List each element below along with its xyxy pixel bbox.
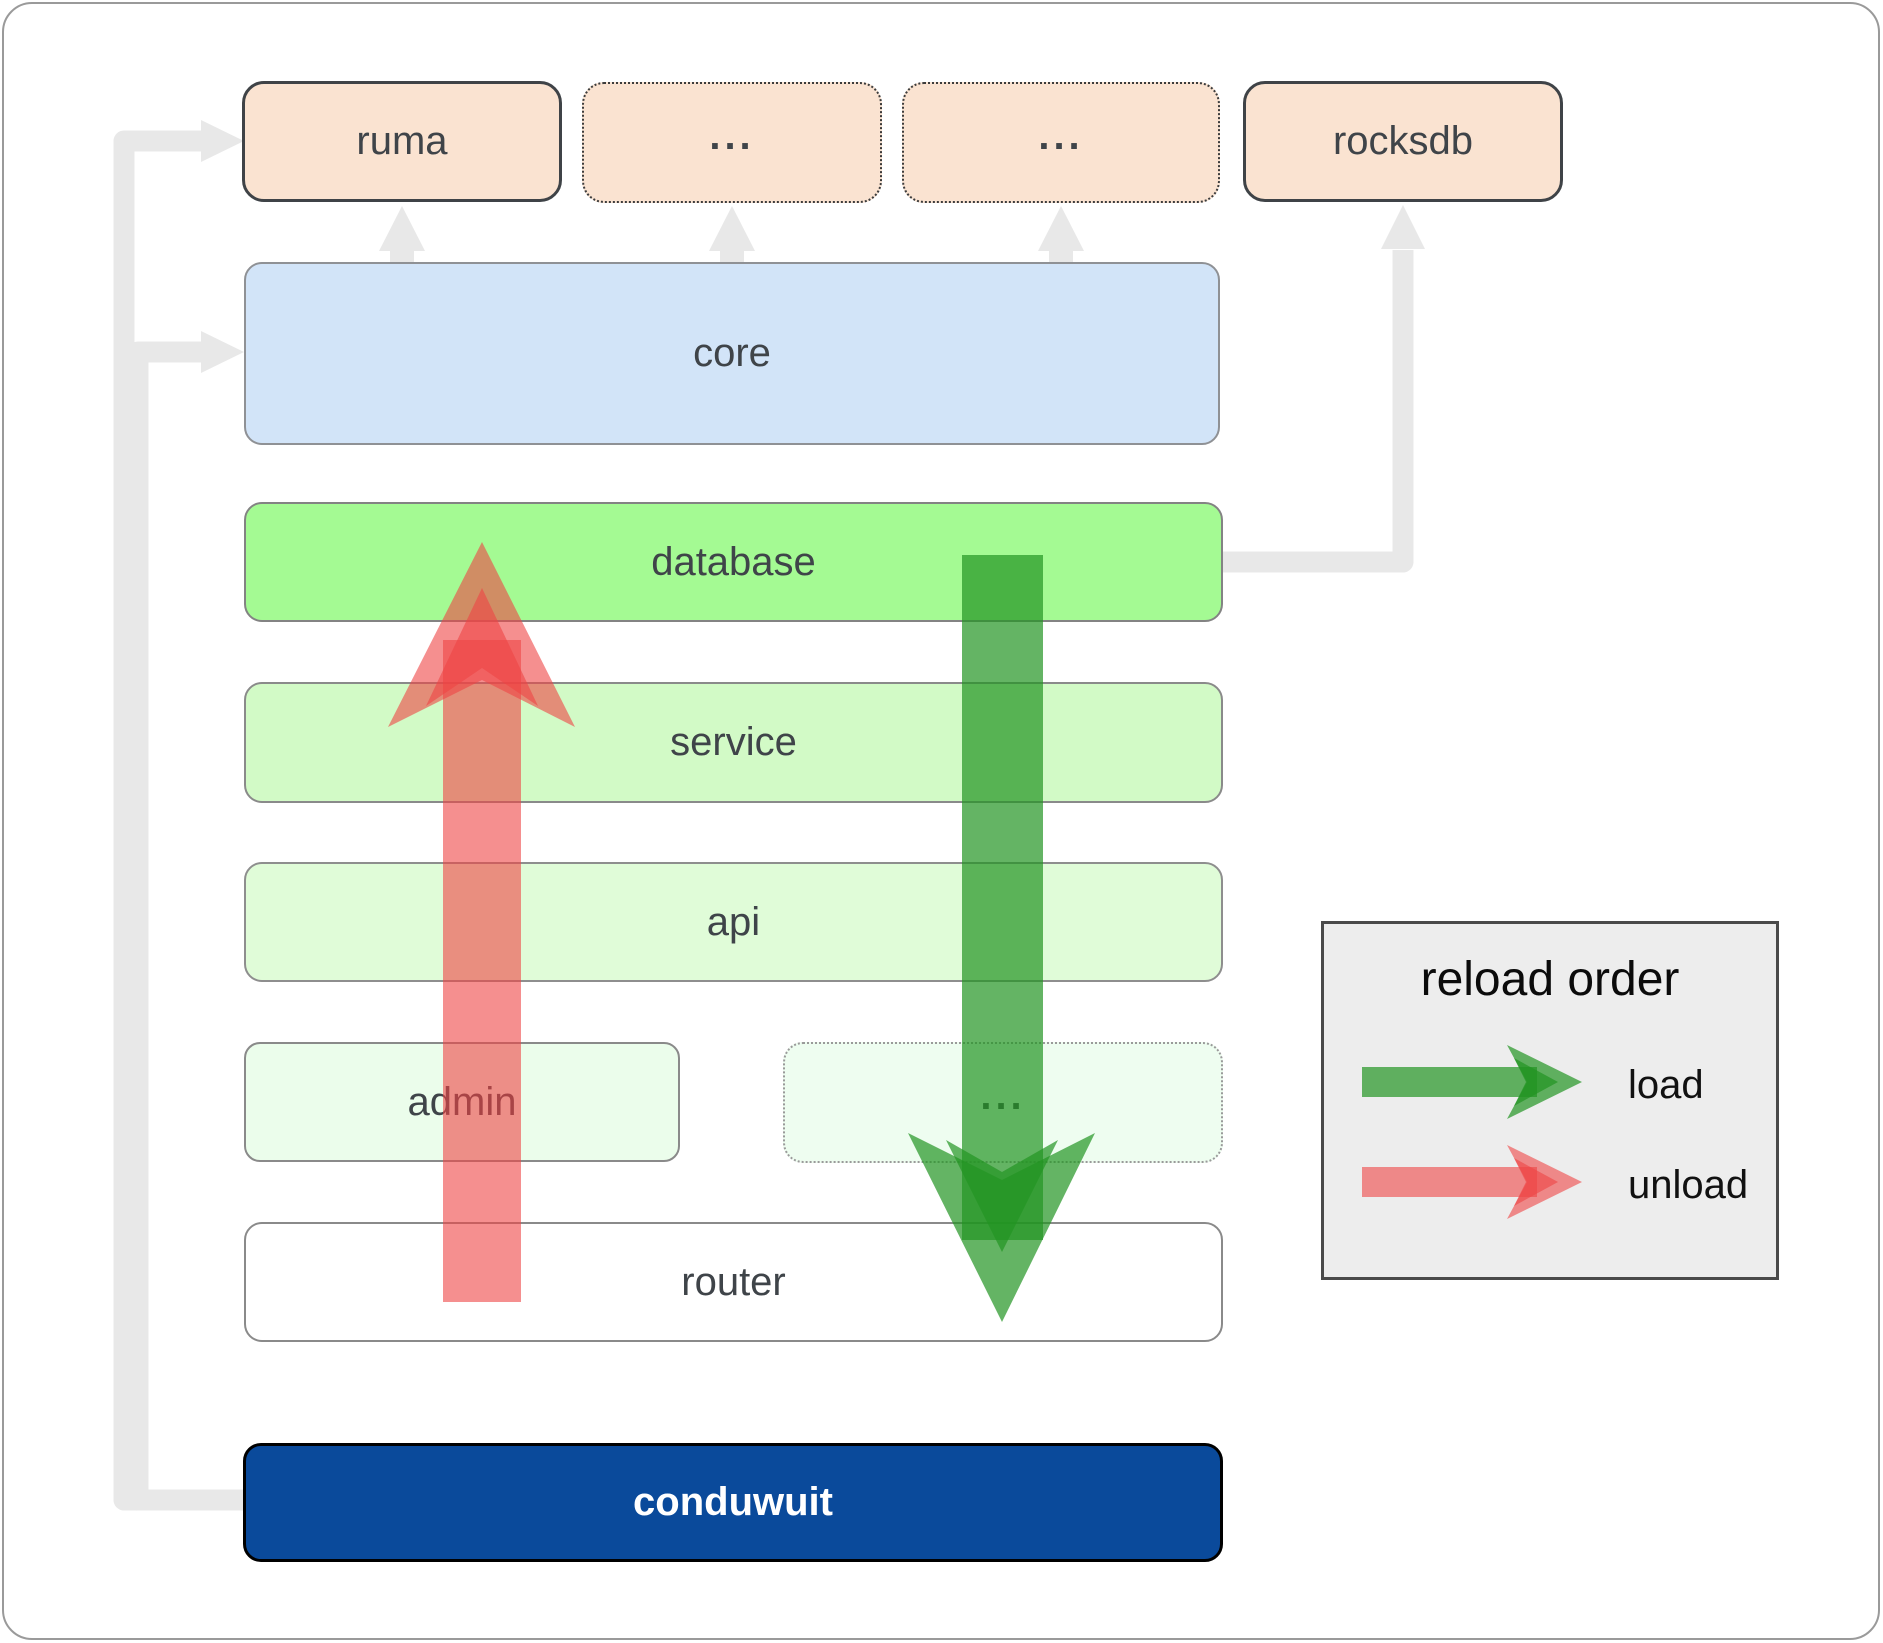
node-database-label: database (651, 539, 816, 584)
node-admin: admin (244, 1042, 680, 1162)
node-ellipsis-2-label: ... (1038, 114, 1084, 158)
node-ellipsis-1: ... (582, 82, 882, 203)
node-ellipsis-3-label: ... (980, 1074, 1026, 1118)
legend: reload order load unload (1321, 921, 1779, 1280)
node-ellipsis-3: ... (783, 1042, 1223, 1163)
node-ellipsis-1-label: ... (709, 114, 755, 158)
node-core: core (244, 262, 1220, 445)
node-conduwuit-label: conduwuit (633, 1480, 833, 1524)
legend-title: reload order (1420, 953, 1680, 1006)
legend-load-label: load (1628, 1063, 1704, 1107)
node-rocksdb-label: rocksdb (1332, 119, 1474, 163)
node-admin-label: admin (407, 1079, 517, 1124)
node-core-label: core (693, 331, 771, 375)
node-api-label: api (706, 899, 761, 944)
node-router-label: router (681, 1259, 786, 1304)
node-router: router (244, 1222, 1223, 1342)
node-database: database (244, 502, 1223, 622)
node-conduwuit: conduwuit (243, 1443, 1223, 1562)
node-ruma: ruma (242, 81, 562, 202)
node-rocksdb: rocksdb (1243, 81, 1563, 202)
node-ellipsis-2: ... (902, 82, 1220, 203)
node-service-label: service (670, 720, 797, 764)
node-ruma-label: ruma (356, 119, 448, 163)
node-api: api (244, 862, 1223, 982)
node-service: service (244, 682, 1223, 803)
legend-unload-label: unload (1628, 1163, 1749, 1207)
